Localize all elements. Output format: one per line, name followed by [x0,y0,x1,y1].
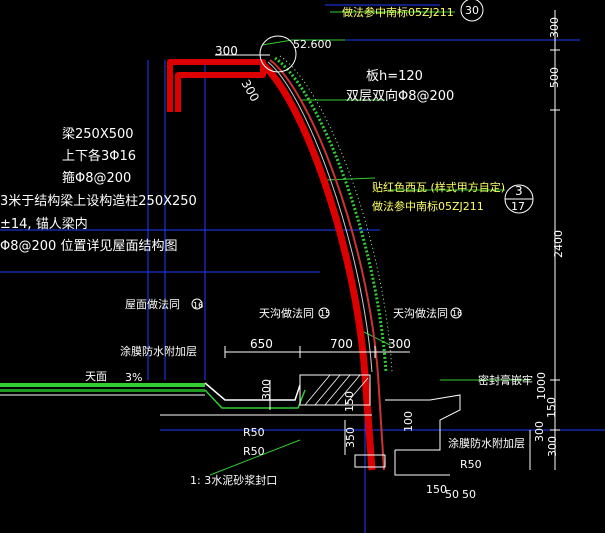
seal-note: 密封膏嵌牢 [478,373,533,387]
right-dim-2400: 2400 [552,230,565,258]
right-dim-300b: 300 [533,421,546,442]
callout-3: 3 [515,184,523,198]
waterproof-left: 涂膜防水附加层 [120,344,197,358]
elevation: 52.600 [293,38,332,51]
dim-bottom-150: 150 [426,483,447,496]
callout-30 [460,0,484,22]
drip-detail [354,394,461,476]
dim-r50-a: R50 [243,426,265,439]
right-dim-300c: 300 [546,436,559,457]
concrete-section [167,59,385,471]
beam-stirrup: 箍Φ8@200 [62,170,131,186]
slab-rebar: 双层双向Φ8@200 [346,88,454,104]
dimension-lines [215,10,560,470]
dim-100: 100 [402,411,415,432]
tile-layer [267,55,393,373]
dim-300-vert: 300 [260,379,273,400]
ref-top: 做法参中南标05ZJ211 [342,5,454,19]
dim-150: 150 [343,391,356,412]
roof-method-num: 16 [193,301,203,310]
tile-ref: 做法参中南标05ZJ211 [372,199,484,213]
dim-bottom-50a: 50 [445,488,459,501]
column-note-3: Φ8@200 位置详见屋面结构图 [0,239,177,254]
right-dim-150: 150 [545,397,558,418]
roof-slab [0,374,372,416]
dim-350: 350 [344,427,357,448]
right-dim-300a: 300 [548,17,561,38]
gutter-left: 天沟做法同 [259,306,314,320]
ref-top-num: 30 [465,4,479,17]
dim-650: 650 [250,337,273,351]
beam-size: 梁250X500 [62,127,134,142]
gutter-right: 天沟做法同 [393,306,448,320]
callout-17: 17 [511,200,525,213]
waterproof-right: 涂膜防水附加层 [448,436,525,450]
slope-pct: 3% [125,371,142,384]
roof-method: 屋面做法同 [125,297,180,311]
gutter-right-num: 16 [452,309,462,318]
tile-note: 贴红色西瓦 (样式甲方自定) [372,180,505,194]
slope-label: 天面 [85,370,107,383]
right-dim-500: 500 [548,67,561,88]
leader-lines [209,11,530,476]
dim-r50-b: R50 [243,445,265,458]
dim-r50-c: R50 [460,458,482,471]
slab-thickness: 板h=120 [366,69,423,84]
column-note-2: ±14, 锚人梁内 [0,216,88,232]
elevation-circle [259,35,297,73]
beam-rebar: 上下各3Φ16 [62,148,136,164]
dim-300-top: 300 [215,44,238,58]
column-note-1: 3米于结构梁上设构造柱250X250 [0,194,197,209]
right-dim-1000: 1000 [535,372,548,400]
dim-bottom-50b: 50 [462,488,476,501]
callouts [191,0,534,319]
mortar-note: 1: 3水泥砂浆封口 [190,473,277,487]
dim-300-gutter: 300 [388,337,411,351]
curved-shell [259,61,376,471]
dim-700: 700 [330,337,353,351]
gutter-left-num: 15 [320,309,330,318]
